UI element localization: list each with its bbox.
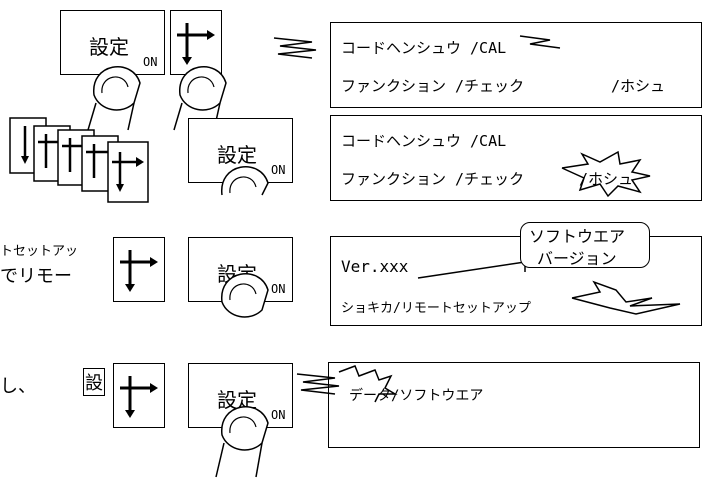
finger-press-icon	[173, 66, 227, 131]
blink-burst-icon	[519, 35, 561, 49]
on-label: ON	[271, 408, 286, 422]
blink-burst-icon	[296, 365, 398, 403]
lcd-display-1: コードヘンシュウ /CAL ファンクション /チェック /ホシュ	[330, 22, 702, 108]
blink-burst-icon	[561, 150, 651, 198]
lcd-line-1: コードヘンシュウ /CAL	[341, 132, 507, 150]
callout-line-2: バージョン	[537, 249, 617, 268]
lcd-line-2: ショキカ/リモートセットアップ	[341, 301, 531, 316]
software-version-callout: ソフトウエア バージョン	[520, 222, 650, 268]
settei-button[interactable]: 設定 ON	[188, 237, 293, 302]
left-note-line-2: でリモー	[0, 266, 72, 287]
lcd-line-1: データ/ソフトウエア	[349, 388, 484, 404]
settei-key-reference: 設	[83, 368, 105, 396]
blink-burst-icon	[571, 280, 681, 315]
settei-button-label: 設定	[217, 143, 257, 167]
finger-press-icon	[221, 273, 269, 318]
finger-press-icon	[215, 406, 269, 478]
lcd-line-1: コードヘンシュウ /CAL	[341, 39, 507, 57]
callout-line-1: ソフトウエア	[529, 227, 626, 246]
lcd-line-2b: /ホシュ	[579, 170, 634, 188]
on-label: ON	[271, 282, 286, 296]
cursor-cards-stack	[9, 117, 149, 203]
left-note-line-1: トセットアッ	[0, 244, 79, 259]
finger-press-icon	[221, 166, 269, 196]
cursor-button[interactable]	[113, 363, 165, 428]
lcd-display-2: コードヘンシュウ /CAL ファンクション /チェック /ホシュ	[330, 115, 702, 201]
on-label: ON	[143, 55, 158, 69]
cursor-button[interactable]	[113, 237, 165, 302]
finger-press-icon	[87, 66, 141, 131]
settei-button-label: 設定	[89, 35, 129, 59]
settei-key-label: 設	[85, 373, 103, 394]
lcd-display-3: Ver.xxx ショキカ/リモートセットアップ	[330, 236, 702, 326]
cross-arrow-icon	[177, 23, 215, 65]
lcd-line-2: ファンクション /チェック	[341, 77, 525, 95]
left-note: し、	[0, 376, 36, 397]
on-label: ON	[271, 163, 286, 177]
lcd-line-2b: /ホシュ	[611, 77, 666, 95]
settei-button[interactable]: 設定 ON	[188, 363, 293, 428]
cross-arrow-icon	[120, 250, 158, 292]
lcd-line-1: Ver.xxx	[341, 257, 409, 276]
lcd-line-2: ファンクション /チェック	[341, 170, 525, 188]
cross-arrow-icon	[120, 376, 158, 418]
blink-burst-icon	[273, 37, 317, 59]
settei-button[interactable]: 設定 ON	[60, 10, 165, 75]
